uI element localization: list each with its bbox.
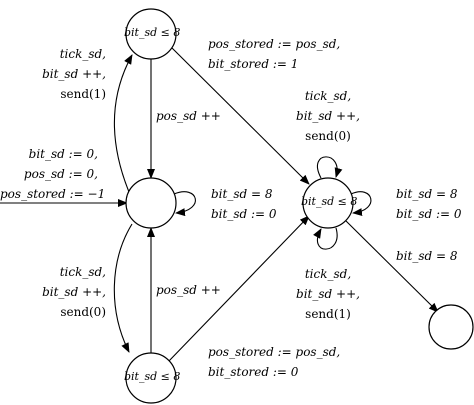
label-bottom-diagonal: pos_stored := pos_sd, bit_stored := 0 xyxy=(208,345,341,379)
edge-top-to-right xyxy=(169,45,310,185)
label-top-down: pos_sd ++ xyxy=(156,109,221,123)
label-right-top-self-loop: tick_sd, bit_sd ++, send(0) xyxy=(296,89,360,143)
state-right-label: bit_sd ≤ 8 xyxy=(301,195,358,208)
label-initial: bit_sd := 0, pos_sd := 0, pos_stored := … xyxy=(0,147,106,201)
state-top xyxy=(125,8,177,60)
edge-middle-to-top xyxy=(113,54,133,193)
right-self-loop xyxy=(350,191,372,217)
label-right-bottom-self-loop: tick_sd, bit_sd ++, send(1) xyxy=(296,267,360,321)
middle-self-loop xyxy=(173,191,196,217)
label-right-to-final: bit_sd = 8 xyxy=(396,249,458,263)
state-right xyxy=(302,177,354,229)
right-top-self-loop xyxy=(317,156,343,179)
label-bottom-up: pos_sd ++ xyxy=(156,283,221,297)
label-top-diagonal: pos_stored := pos_sd, bit_stored := 1 xyxy=(208,37,341,71)
label-right-self-loop: bit_sd = 8 bit_sd := 0 xyxy=(396,187,462,221)
edge-bottom-to-right xyxy=(167,215,310,363)
edge-right-to-final xyxy=(342,217,439,313)
state-bottom-label: bit_sd ≤ 8 xyxy=(124,370,181,383)
label-top-left-loop: tick_sd, bit_sd ++, send(1) xyxy=(42,47,106,101)
right-bottom-self-loop xyxy=(313,227,338,250)
state-bottom xyxy=(125,352,177,404)
state-middle xyxy=(125,177,177,229)
state-final xyxy=(428,304,474,350)
edge-middle-to-bottom xyxy=(113,223,133,353)
state-top-label: bit_sd ≤ 8 xyxy=(124,26,181,39)
label-middle-self-loop: bit_sd = 8 bit_sd := 0 xyxy=(211,187,277,221)
label-bottom-left-loop: tick_sd, bit_sd ++, send(0) xyxy=(42,265,106,319)
